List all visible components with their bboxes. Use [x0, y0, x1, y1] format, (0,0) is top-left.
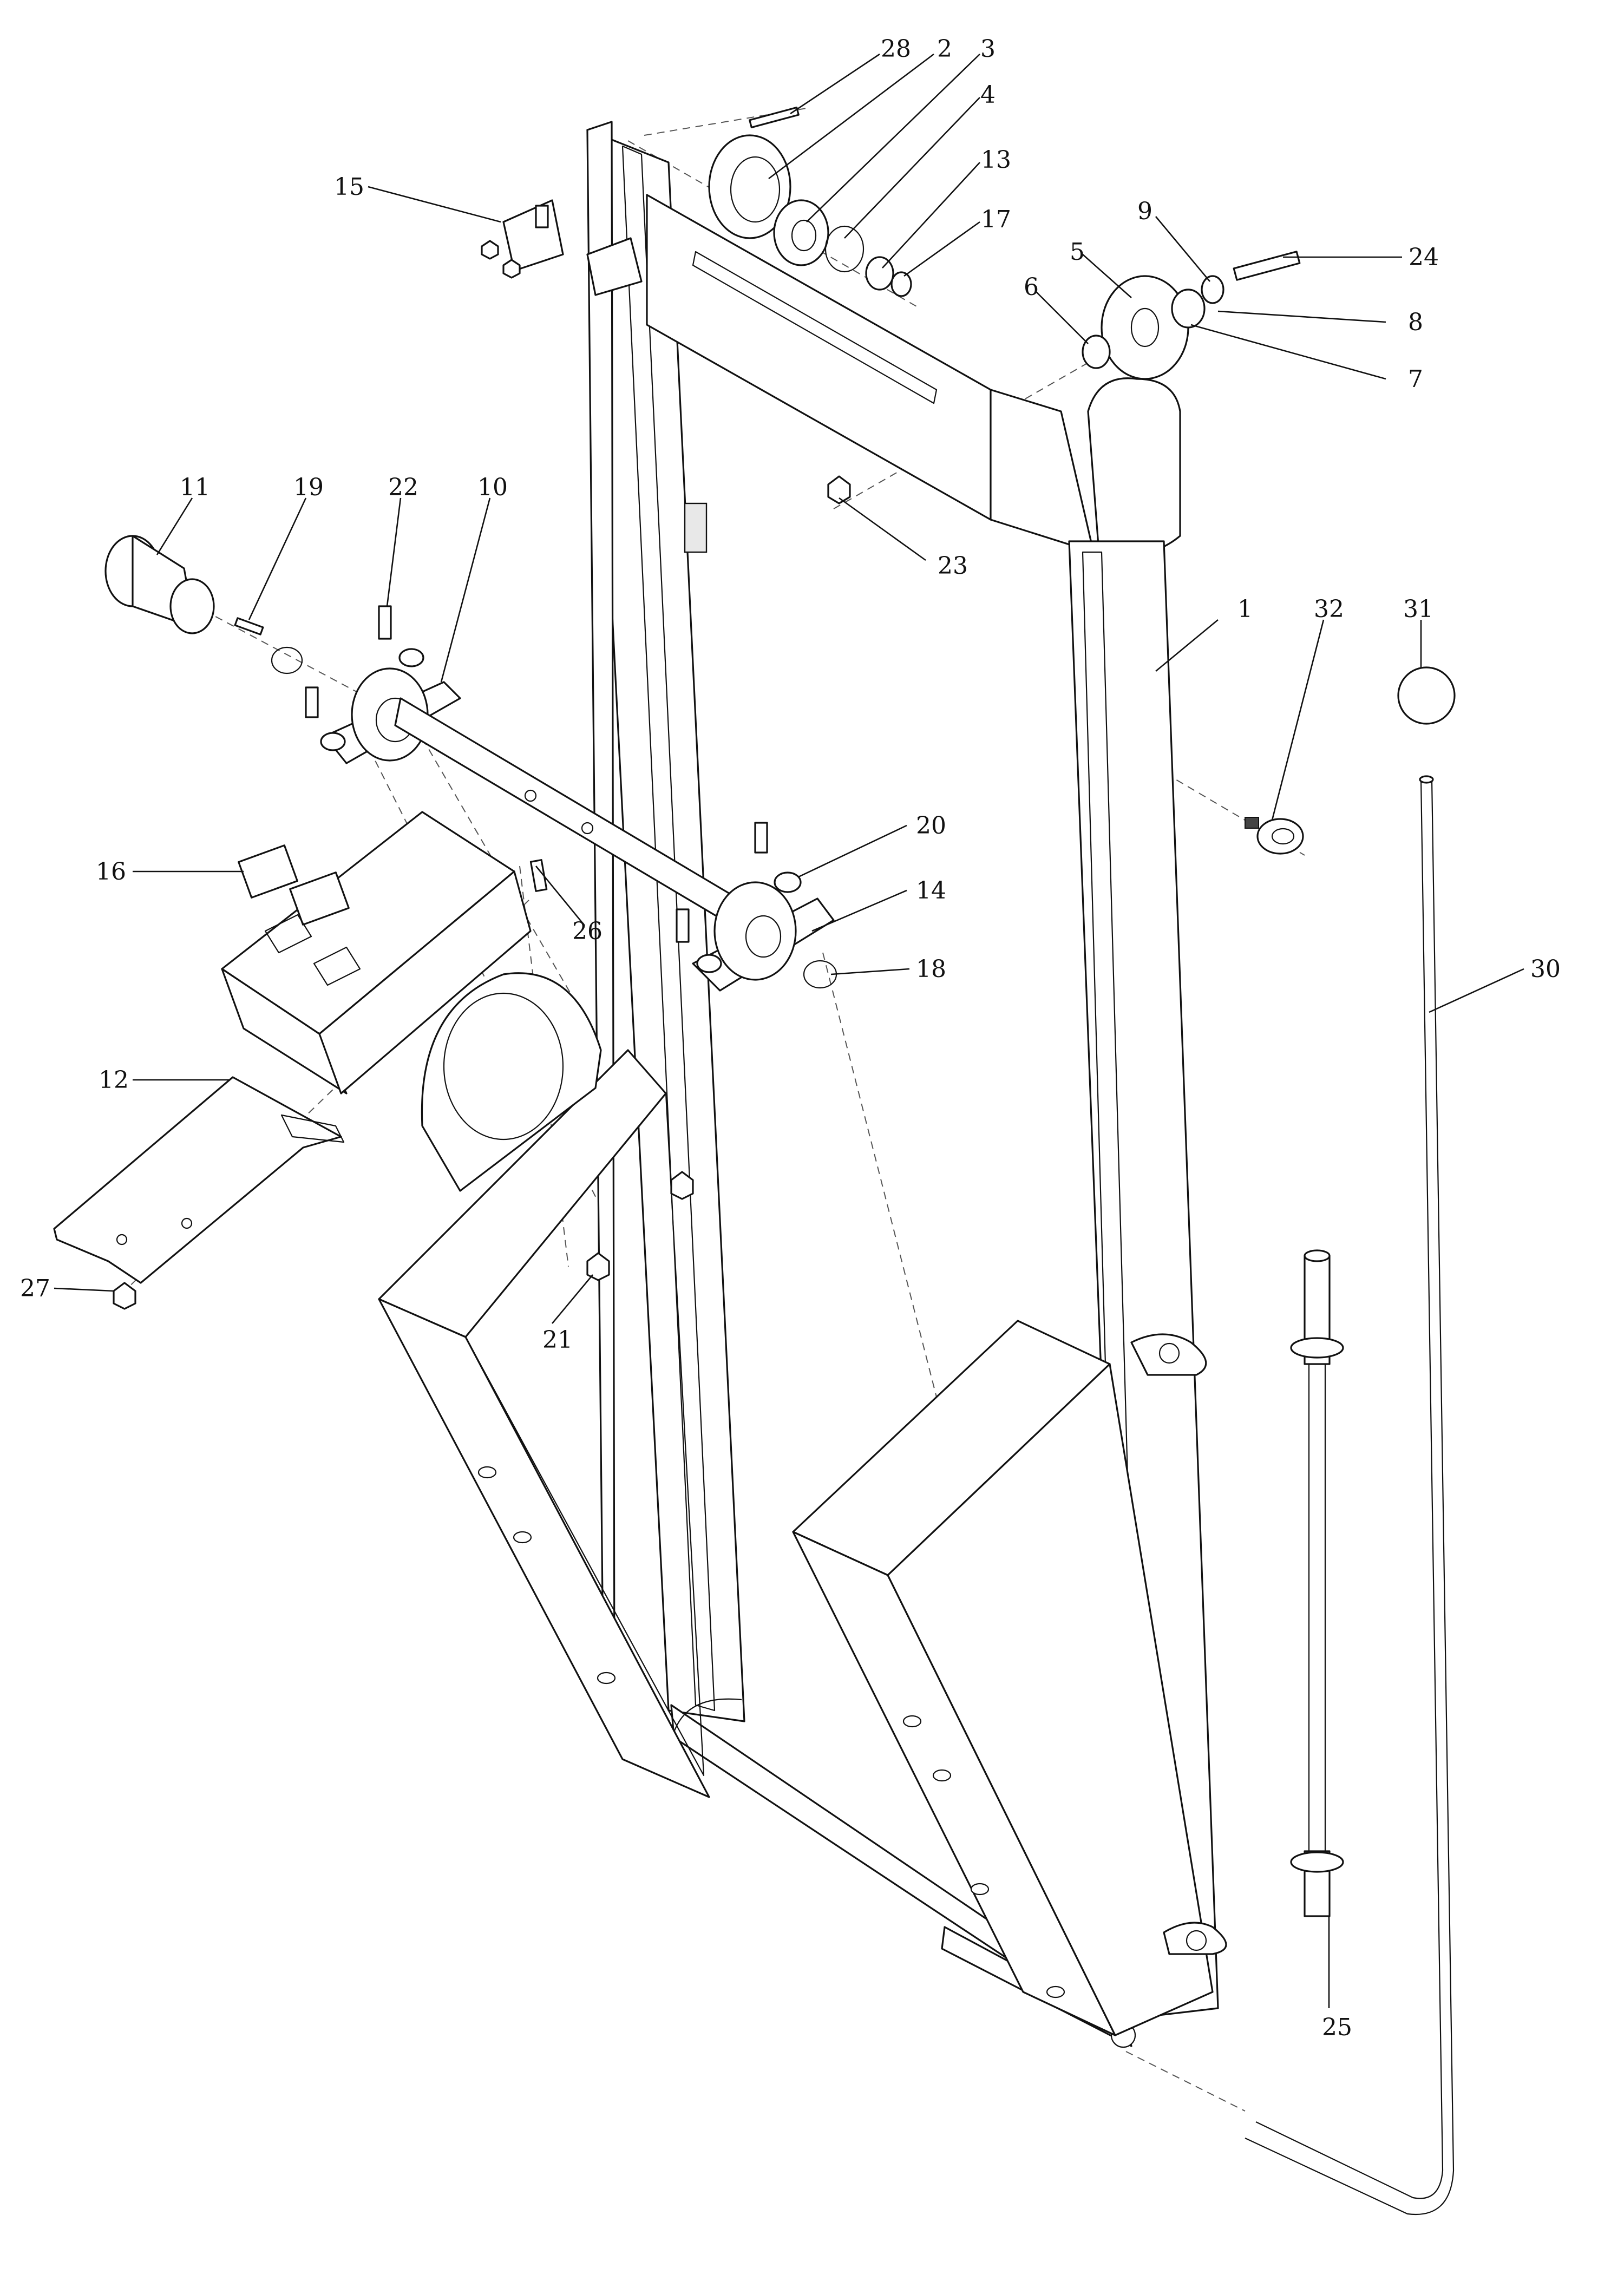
label-9: 9 — [1137, 198, 1152, 225]
label-18: 18 — [916, 955, 946, 983]
label-20: 20 — [916, 812, 946, 840]
cover-plate — [53, 1076, 345, 1310]
control-box — [221, 811, 532, 1094]
main-frame — [378, 121, 1227, 2048]
label-32: 32 — [1314, 595, 1344, 623]
label-21: 21 — [542, 1326, 573, 1354]
hardware-parts — [104, 106, 1456, 1281]
label-25: 25 — [1322, 2014, 1352, 2041]
label-4: 4 — [980, 81, 996, 109]
label-14: 14 — [916, 877, 946, 905]
label-17: 17 — [981, 206, 1011, 233]
label-13: 13 — [981, 146, 1011, 174]
label-3: 3 — [980, 35, 996, 63]
label-7: 7 — [1408, 365, 1423, 393]
label-16: 16 — [96, 858, 126, 886]
label-26: 26 — [572, 917, 603, 945]
label-6: 6 — [1024, 273, 1039, 301]
label-8: 8 — [1408, 309, 1423, 336]
label-23: 23 — [938, 552, 968, 580]
label-19: 19 — [293, 474, 324, 501]
label-30: 30 — [1530, 955, 1561, 983]
rod-and-tube — [1245, 775, 1455, 2216]
label-11: 11 — [180, 474, 210, 501]
label-5: 5 — [1070, 238, 1085, 266]
label-27: 27 — [20, 1275, 50, 1302]
label-28: 28 — [881, 35, 911, 63]
label-1: 1 — [1237, 595, 1253, 623]
leader-lines — [54, 53, 1524, 2008]
label-22: 22 — [388, 474, 418, 501]
label-24: 24 — [1409, 244, 1439, 271]
label-2: 2 — [937, 35, 952, 63]
label-15: 15 — [334, 173, 364, 201]
part-labels: 28 2 3 4 13 17 15 9 24 5 8 6 7 23 11 19 … — [20, 35, 1561, 2041]
label-12: 12 — [99, 1066, 129, 1094]
label-31: 31 — [1403, 595, 1433, 623]
label-10: 10 — [477, 474, 508, 501]
